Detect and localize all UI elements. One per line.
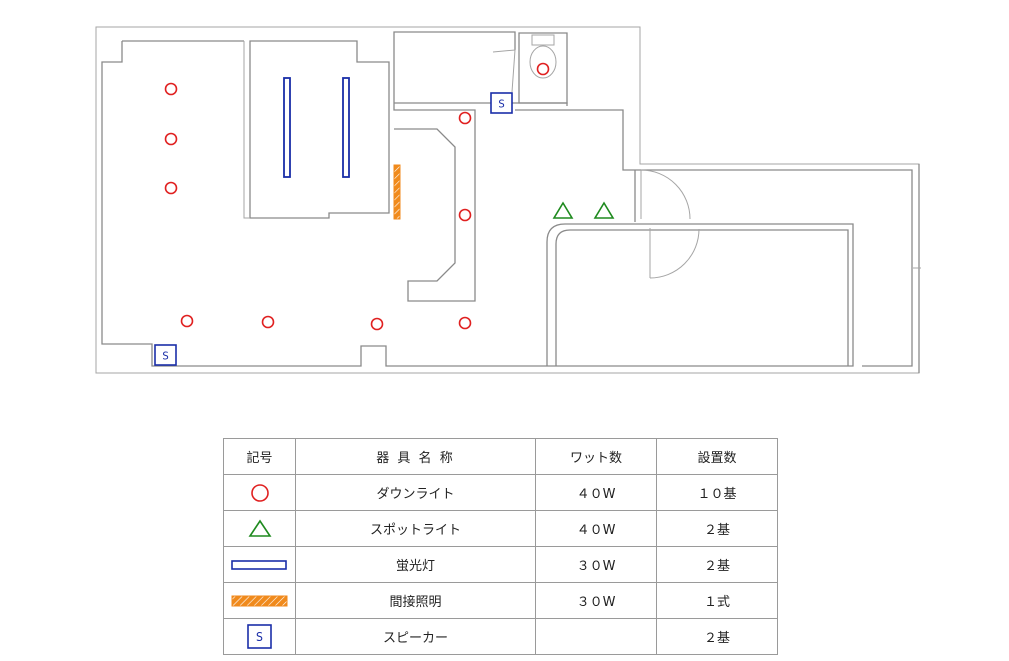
legend-header-row: 記号 器 具 名 称 ワット数 設置数 [223,438,778,475]
spotlight-icon [552,201,574,219]
svg-text:S: S [498,98,505,111]
spotlight-icon [593,201,615,219]
legend-symbol-cell: S [223,618,296,655]
legend-name: スピーカー [295,618,536,655]
legend-symbol-cell [223,474,296,511]
toilet-room-wall [518,32,568,104]
door-swing-2 [649,228,700,279]
legend-symbol-cell [223,582,296,619]
downlight-group [164,62,550,331]
legend-name: ダウンライト [295,474,536,511]
speaker-icon: S [154,344,177,366]
svg-text:S: S [162,350,169,363]
speaker-icon: S [246,623,272,649]
main-room-wall [101,40,854,367]
legend-watt: ３０W [535,582,657,619]
legend-row: ダウンライト ４０W １０基 [223,474,778,511]
right-corridor-wall [515,109,920,373]
indirect-lighting-icon [231,595,287,606]
legend-symbol-cell [223,510,296,547]
legend-watt: ４０W [535,510,657,547]
downlight-icon [164,181,178,195]
header-quantity: 設置数 [656,438,778,475]
spotlight-icon [248,519,271,537]
legend-row: 蛍光灯 ３０W ２基 [223,546,778,583]
downlight-icon [458,316,472,330]
downlight-icon [164,82,178,96]
main-room-wall-inner [555,229,849,366]
svg-text:S: S [255,630,262,644]
fixture-legend-table: 記号 器 具 名 称 ワット数 設置数 ダウンライト ４０W １０基 スポットラ… [223,438,778,655]
door-swing-wc [492,49,516,93]
legend-qty: ２基 [656,618,778,655]
downlight-icon [370,317,384,331]
downlight-icon [250,483,269,502]
legend-symbol-cell [223,546,296,583]
legend-qty: １０基 [656,474,778,511]
inner-room-wall-inner [243,41,250,219]
door-swing-1 [640,169,691,220]
counter-wall [393,31,516,302]
fluorescent-lamp-icon [230,559,287,570]
inner-room-wall [249,40,390,219]
legend-name: 間接照明 [295,582,536,619]
header-fixture-name: 器 具 名 称 [295,438,536,475]
legend-watt: ３０W [535,546,657,583]
downlight-icon [458,208,472,222]
legend-row: 間接照明 ３０W １式 [223,582,778,619]
legend-name: 蛍光灯 [295,546,536,583]
legend-qty: １式 [656,582,778,619]
legend-row: スポットライト ４０W ２基 [223,510,778,547]
speaker-icon: S [490,92,513,114]
legend-row: S スピーカー ２基 [223,618,778,655]
downlight-icon [458,111,472,125]
toilet-tank [531,34,555,46]
fluorescent-lamp-icon [342,77,350,178]
header-symbol: 記号 [223,438,296,475]
legend-qty: ２基 [656,546,778,583]
downlight-icon [164,132,178,146]
downlight-icon [261,315,275,329]
downlight-icon [180,314,194,328]
indirect-lighting-icon [393,164,401,220]
header-wattage: ワット数 [535,438,657,475]
fluorescent-lamp-icon [283,77,291,178]
floor-plan: S S [95,26,921,374]
legend-name: スポットライト [295,510,536,547]
building-outline [95,26,920,374]
legend-qty: ２基 [656,510,778,547]
legend-watt: ４０W [535,474,657,511]
toilet-bowl [529,45,557,79]
downlight-icon [536,62,550,76]
legend-watt [535,618,657,655]
